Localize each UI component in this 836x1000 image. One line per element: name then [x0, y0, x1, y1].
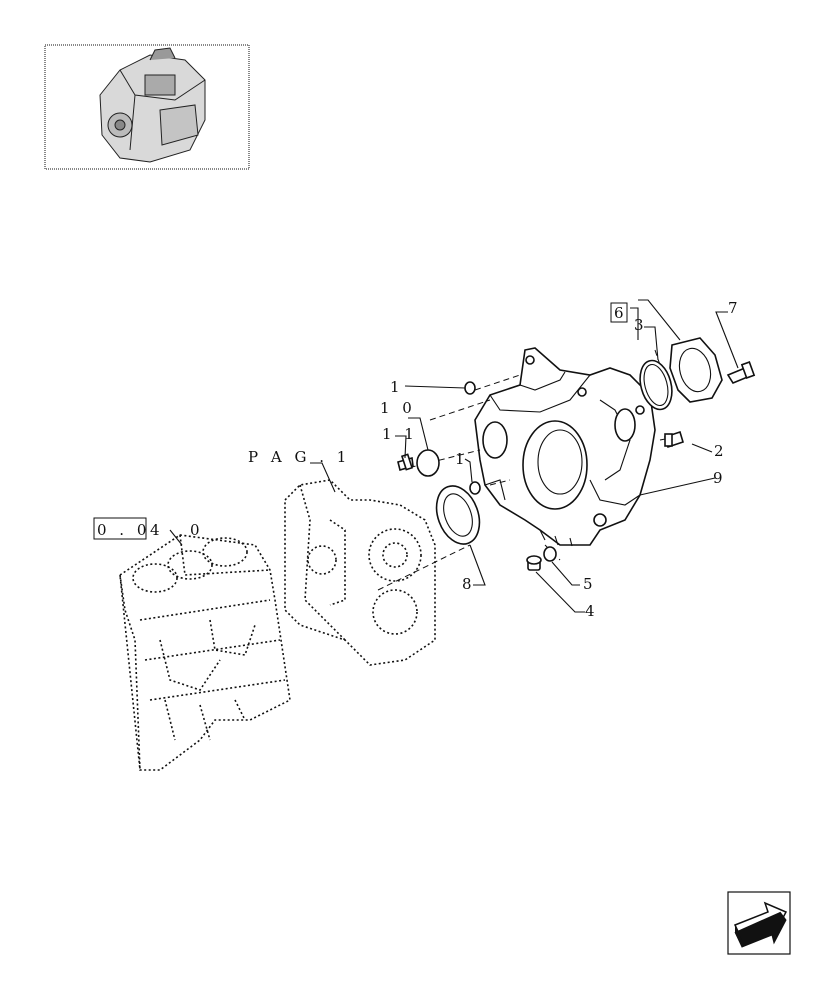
callout-3: 3	[634, 316, 644, 334]
bolt-2	[664, 430, 684, 449]
block-reference: 0 . 0 4 0	[93, 517, 200, 540]
block-ref-suffix: 4	[150, 521, 160, 539]
next-page-arrow-icon	[733, 901, 788, 948]
flywheel-housing	[474, 347, 656, 547]
callout-1a: 1	[390, 378, 400, 396]
cover-plate	[416, 449, 440, 477]
o-ring	[639, 359, 673, 411]
seal-ring	[435, 485, 481, 545]
engine-block-outline	[119, 534, 291, 771]
callout-1b: 1	[455, 450, 465, 468]
block-ref-boxed: 0 . 0	[97, 521, 150, 539]
washer-5	[543, 546, 557, 562]
gear-housing-outline	[284, 479, 436, 666]
callout-5: 5	[583, 575, 593, 593]
callout-8: 8	[462, 575, 472, 593]
callout-11: 1 1	[382, 425, 418, 443]
callout-9: 9	[713, 469, 723, 487]
callout-7: 7	[728, 299, 738, 317]
callout-2: 2	[714, 442, 724, 460]
plug-1b	[469, 481, 481, 495]
plug-4	[526, 555, 542, 571]
callout-4: 4	[585, 602, 595, 620]
plug-1a	[464, 381, 476, 395]
callout-6: 6	[614, 304, 624, 322]
engine-thumbnail-icon	[99, 47, 206, 163]
leader-lines	[169, 299, 739, 613]
bolt-7	[726, 361, 756, 384]
cover-flange	[669, 337, 723, 403]
page-reference: P A G . 1	[248, 448, 350, 466]
next-page-button[interactable]	[727, 891, 791, 955]
engine-thumbnail	[44, 44, 250, 170]
callout-10: 1 0	[380, 399, 416, 417]
block-ref-tail: 0	[190, 521, 200, 539]
